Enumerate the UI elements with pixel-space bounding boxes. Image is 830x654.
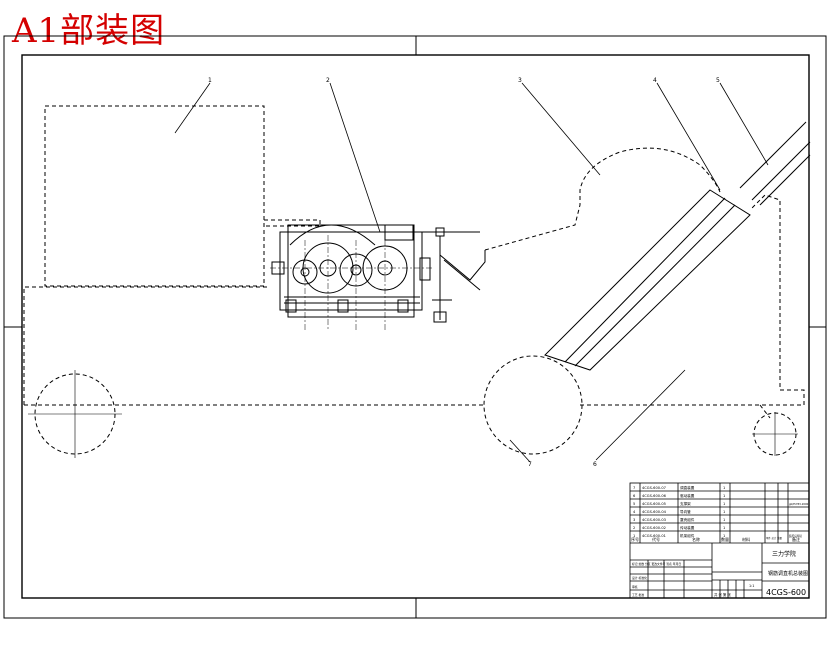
gearbox-centerlines bbox=[270, 235, 432, 330]
bom-qty: 1 bbox=[723, 494, 725, 498]
bom-name: 传动装置 bbox=[680, 525, 695, 530]
company-name: 三力学院 bbox=[772, 550, 796, 558]
bom-name: 驱动装置 bbox=[680, 493, 695, 498]
drawing-code: 4CGS-600 bbox=[766, 588, 806, 597]
bom-row: 1 4CGS-600-01 机架组件 1 装配后焊接 bbox=[633, 533, 802, 538]
bom-header-material: 材料 bbox=[742, 536, 750, 542]
bom-code: 4CGS-600-03 bbox=[642, 518, 666, 522]
bom-row: 2 4CGS-600-02 传动装置 1 bbox=[633, 525, 725, 530]
bom-code: 4CGS-600-05 bbox=[642, 502, 666, 506]
callout-4: 4 bbox=[653, 77, 657, 84]
bom-header: 序号 代号 名称 数量 材料 单件 总计 重量 备注 bbox=[631, 536, 800, 542]
scale-label: 1:1 bbox=[749, 584, 754, 588]
callout-2: 2 bbox=[326, 77, 330, 84]
bom-header-no: 序号 bbox=[631, 536, 639, 542]
bom-row: 6 4CGS-600-06 驱动装置 1 bbox=[633, 493, 725, 498]
sign-row: 设计 标准化 bbox=[632, 576, 647, 580]
gearbox bbox=[271, 224, 431, 318]
bom-no: 2 bbox=[633, 526, 635, 530]
bom-qty: 1 bbox=[723, 534, 725, 538]
bom-row: 7 4CGS-600-07 调直装置 1 bbox=[633, 485, 725, 490]
bom-name: 罩壳组件 bbox=[680, 517, 695, 522]
bom-code: 4CGS-600-01 bbox=[642, 534, 666, 538]
bom-qty: 1 bbox=[723, 510, 725, 514]
leader-lines bbox=[174, 82, 769, 463]
callout-labels: 1 2 3 4 5 6 7 bbox=[208, 77, 720, 468]
sign-row: 审核 bbox=[632, 585, 638, 589]
bom-no: 6 bbox=[633, 494, 636, 498]
callout-3: 3 bbox=[518, 77, 522, 84]
motor-housing bbox=[44, 105, 321, 287]
bom-name: 支撑架 bbox=[680, 501, 691, 506]
sheet-info: 共 张 第 张 bbox=[714, 592, 731, 597]
bom-note: 装配后焊接 bbox=[789, 534, 802, 538]
bom-code: 4CGS-600-07 bbox=[642, 486, 666, 490]
feed-tube bbox=[544, 121, 811, 371]
bom-qty: 1 bbox=[723, 518, 725, 522]
machine-frame bbox=[23, 194, 805, 406]
wheel-centerlines bbox=[28, 370, 798, 458]
bom-header-code: 代号 bbox=[652, 536, 660, 542]
bom-code: 4CGS-600-02 bbox=[642, 526, 666, 530]
bom-name: 机架组件 bbox=[680, 533, 695, 538]
bom-no: 3 bbox=[633, 518, 635, 522]
bom-row: 3 4CGS-600-03 罩壳组件 1 bbox=[633, 517, 725, 522]
callout-7: 7 bbox=[528, 461, 532, 468]
sign-row: 标记 处数 分区 更改文件号 签名 年月日 bbox=[632, 562, 681, 566]
callout-6: 6 bbox=[593, 461, 597, 468]
callout-5: 5 bbox=[716, 77, 720, 84]
bom-name: 导向管 bbox=[680, 509, 691, 514]
bom-qty: 1 bbox=[723, 526, 725, 530]
bom-header-qty: 数量 bbox=[721, 536, 729, 542]
bom-code: 4CGS-600-04 bbox=[642, 510, 667, 514]
bom-qty: 1 bbox=[723, 502, 725, 506]
bom-qty: 1 bbox=[723, 486, 725, 490]
bom-note: gb/t5783-2000 bbox=[789, 502, 809, 506]
cover-shell bbox=[484, 147, 721, 251]
bom-name: 调直装置 bbox=[680, 485, 695, 490]
bom-row: 5 4CGS-600-05 支撑架 1 gb/t5783-2000 bbox=[633, 501, 809, 506]
bom-header-weight: 单件 总计 重量 bbox=[766, 536, 782, 540]
bom-no: 4 bbox=[633, 510, 636, 514]
title-block bbox=[629, 482, 810, 599]
bom-table: 7 4CGS-600-07 调直装置 1 6 4CGS-600-06 驱动装置 … bbox=[631, 485, 809, 542]
callout-1: 1 bbox=[208, 77, 212, 84]
bom-no: 5 bbox=[633, 502, 635, 506]
drawing-title: A1部装图 bbox=[12, 11, 166, 51]
title-block-text: 三力学院 钢筋调直机总装图 4CGS-600 共 张 第 张 1:1 标记 处数… bbox=[632, 550, 808, 597]
bom-header-remark: 备注 bbox=[792, 536, 800, 542]
bom-no: 1 bbox=[633, 534, 635, 538]
drawing-name: 钢筋调直机总装图 bbox=[768, 570, 808, 577]
bom-code: 4CGS-600-06 bbox=[642, 494, 667, 498]
sheet-border bbox=[3, 35, 827, 619]
bom-header-name: 名称 bbox=[692, 536, 700, 542]
sign-row: 工艺 批准 bbox=[632, 593, 644, 597]
bom-no: 7 bbox=[633, 486, 635, 490]
bom-row: 4 4CGS-600-04 导向管 1 bbox=[633, 509, 725, 514]
lever-linkage bbox=[420, 227, 486, 323]
